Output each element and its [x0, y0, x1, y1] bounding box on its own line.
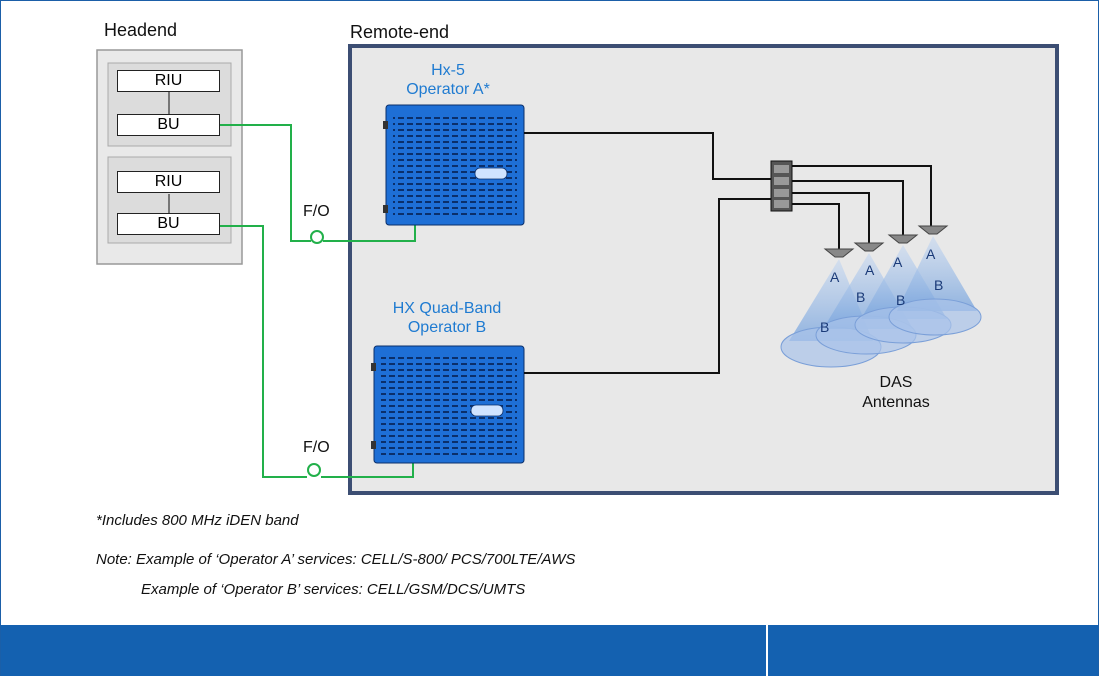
das-diagram-graphic: [1, 1, 1099, 625]
headend-title: Headend: [104, 20, 177, 41]
antenna-label-a-1: A: [830, 269, 839, 285]
hx5-label-line2: Operator A*: [383, 80, 513, 99]
antenna-label-b-1: B: [820, 319, 829, 335]
hxquad-unit-graphic: [371, 346, 524, 463]
hx5-unit-graphic: [383, 105, 524, 225]
footer-divider: [766, 625, 768, 676]
hx5-label-line1: Hx-5: [383, 61, 513, 80]
fiber-loop-2: [308, 464, 320, 476]
bu-box-1: BU: [117, 114, 220, 136]
antenna-label-a-3: A: [893, 254, 902, 270]
das-label-line1: DAS: [851, 373, 941, 393]
riu-box-1: RIU: [117, 70, 220, 92]
das-label-line2: Antennas: [851, 393, 941, 413]
antenna-label-b-4: B: [934, 277, 943, 293]
hx5-label: Hx-5 Operator A*: [383, 61, 513, 99]
note-operator-a: Note: Example of ‘Operator A’ services: …: [96, 551, 575, 568]
hxquad-label-line2: Operator B: [372, 318, 522, 337]
riu-box-2: RIU: [117, 171, 220, 193]
remote-end-title: Remote-end: [350, 22, 449, 43]
hxquad-label: HX Quad-Band Operator B: [372, 299, 522, 337]
splitter-graphic: [771, 161, 792, 211]
fiber-loop-1: [311, 231, 323, 243]
fo-label-2: F/O: [303, 439, 330, 457]
footnote: *Includes 800 MHz iDEN band: [96, 512, 299, 529]
antenna-label-b-3: B: [896, 292, 905, 308]
footer-bar: [1, 625, 1099, 676]
das-antennas-label: DAS Antennas: [851, 373, 941, 413]
antenna-label-a-2: A: [865, 262, 874, 278]
fo-label-1: F/O: [303, 203, 330, 221]
antenna-label-a-4: A: [926, 246, 935, 262]
antenna-label-b-2: B: [856, 289, 865, 305]
note-operator-b: Example of ‘Operator B’ services: CELL/G…: [141, 581, 525, 598]
hxquad-label-line1: HX Quad-Band: [372, 299, 522, 318]
bu-box-2: BU: [117, 213, 220, 235]
